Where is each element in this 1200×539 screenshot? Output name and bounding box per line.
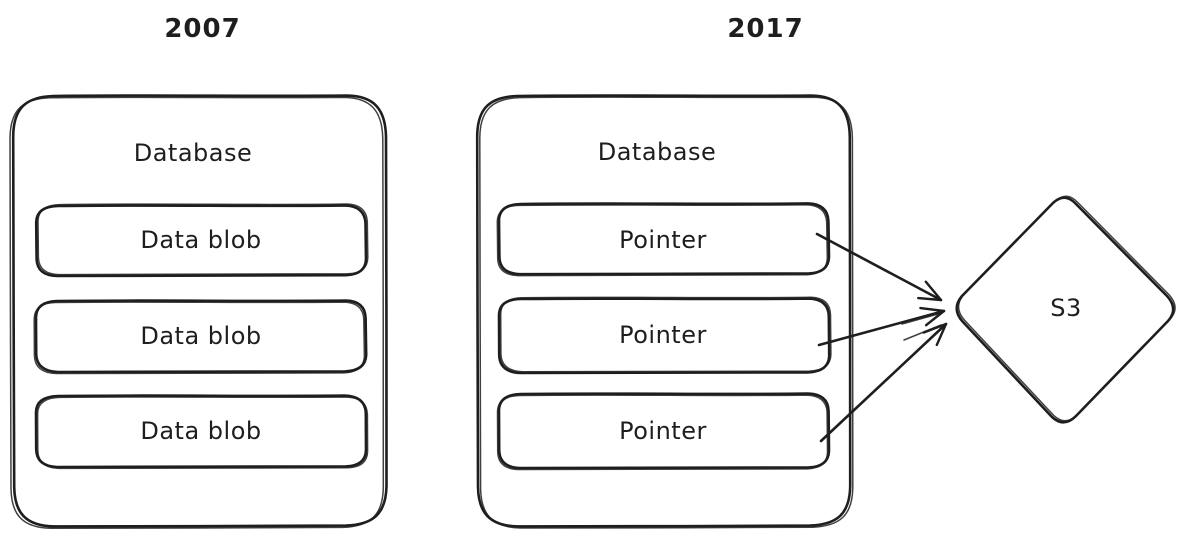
data-blob-box-1 (34, 204, 368, 278)
pointer-box-1-sketch (496, 204, 829, 277)
data-blob-box-2-sketch (33, 301, 366, 375)
s3-label: S3 (1050, 294, 1082, 322)
data-blob-box-1-sketch (37, 203, 369, 276)
data-blob-label-3: Data blob (140, 417, 262, 445)
pointer-box-3-sketch (496, 394, 829, 471)
pointer-arrow-2 (817, 306, 946, 347)
data-blob-box-3-sketch (36, 396, 369, 470)
pointer-arrow-1 (815, 232, 943, 302)
pointer-box-3 (497, 392, 831, 470)
database-label-2017: Database (597, 138, 717, 166)
data-blob-label-1: Data blob (140, 226, 262, 254)
year-label-2017: 2017 (727, 14, 804, 44)
database-label-2007: Database (133, 139, 253, 167)
arrowhead-sketch-stroke-2 (903, 324, 942, 341)
data-blob-label-2: Data blob (140, 322, 262, 350)
database-2007-box-sketch (9, 96, 385, 529)
pointer-label-1: Pointer (619, 226, 707, 254)
data-blob-box-3 (34, 394, 368, 469)
pointer-box-1 (497, 202, 831, 276)
pointer-box-2 (497, 297, 831, 375)
pointer-box-2-sketch (499, 296, 832, 373)
database-2017-box (475, 94, 852, 528)
s3-diamond-sketch (957, 195, 1176, 422)
pointer-arrow-3 (819, 322, 948, 443)
data-blob-box-2 (34, 299, 368, 374)
arrowhead-sketch-stroke-1 (901, 313, 939, 325)
database-2017-box-sketch (479, 96, 854, 529)
pointer-label-2: Pointer (619, 321, 707, 349)
pointer-label-3: Pointer (619, 417, 707, 445)
year-label-2007: 2007 (164, 14, 241, 44)
database-2007-box (11, 94, 388, 528)
